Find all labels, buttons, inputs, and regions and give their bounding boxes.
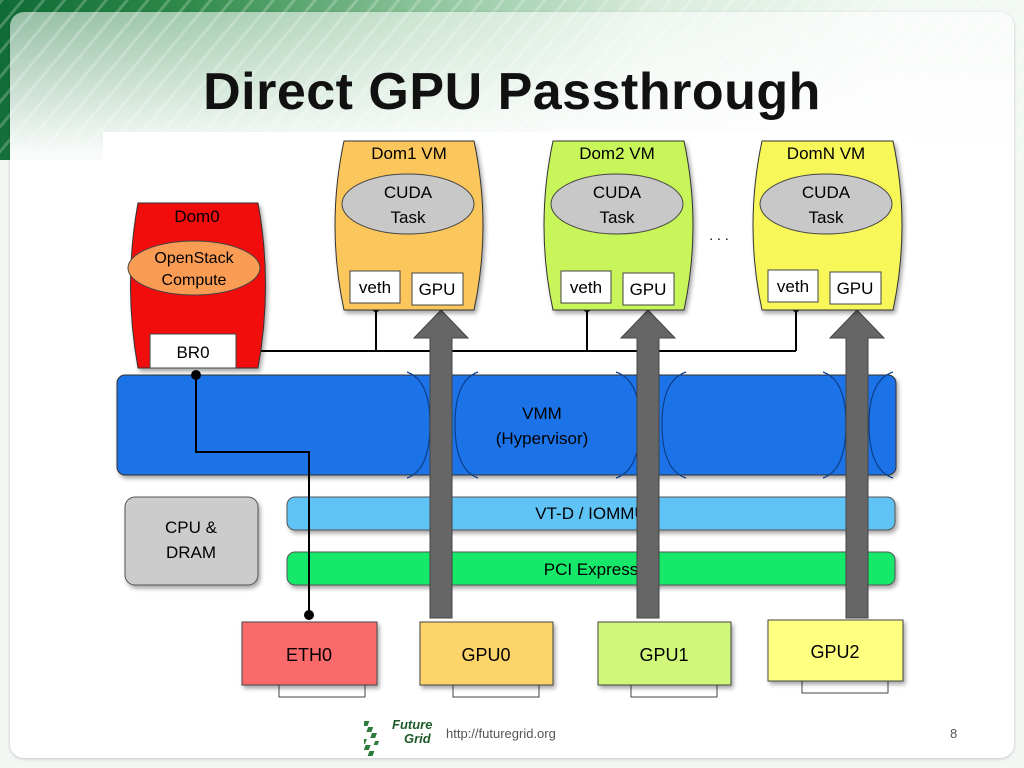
domN-cuda-label-1: CUDA <box>802 183 851 202</box>
footer-url: http://futuregrid.org <box>446 726 556 741</box>
dom1-cuda-label-1: CUDA <box>384 183 433 202</box>
vmm-label-2: (Hypervisor) <box>496 429 589 448</box>
logo-text-line1: Future <box>392 717 432 732</box>
dom2-veth-label: veth <box>570 278 602 297</box>
dom1-veth-label: veth <box>359 278 391 297</box>
logo-text-line2: Grid <box>404 731 432 746</box>
cpu-dram-label-1: CPU & <box>165 518 218 537</box>
domN-cuda-task-oval <box>759 173 893 235</box>
gpu1-label: GPU1 <box>639 645 688 665</box>
domN-veth-label: veth <box>777 277 809 296</box>
gpu1-device <box>597 621 732 686</box>
dom2-gpu-label: GPU <box>630 280 667 299</box>
dom1-cuda-label-2: Task <box>391 208 426 227</box>
eth0-connector <box>304 610 314 620</box>
gpu2-arrow <box>828 309 886 619</box>
vmm-label-1: VMM <box>522 404 562 423</box>
page-number: 8 <box>950 726 958 741</box>
br0-label: BR0 <box>176 343 209 362</box>
passthrough-arrows <box>412 309 886 619</box>
dom2-gpu-box <box>622 272 675 306</box>
dom1-vm-label: Dom1 VM <box>371 144 447 163</box>
slide-title: Direct GPU Passthrough <box>203 63 821 121</box>
cpu-dram-box <box>124 496 259 586</box>
eth0-device <box>241 621 378 686</box>
openstack-label-2: Compute <box>162 272 227 289</box>
gpu0-device <box>419 621 554 686</box>
network-links <box>195 308 797 615</box>
dom2-veth-box <box>560 270 612 304</box>
gpu1-arrow <box>619 309 677 619</box>
dom2-vm-label: Dom2 VM <box>579 144 655 163</box>
openstack-compute-oval <box>127 240 261 296</box>
dom1-cuda-task-oval <box>341 173 475 235</box>
dom1-gpu-box <box>411 272 464 306</box>
dom2-cuda-task-oval <box>550 173 684 235</box>
domN-veth-box <box>767 269 819 303</box>
gpu0-label: GPU0 <box>461 645 510 665</box>
domN-cuda-label-2: Task <box>809 208 844 227</box>
ellipsis: . . . <box>709 227 728 243</box>
gpu2-label: GPU2 <box>810 642 859 662</box>
gpu2-device <box>767 619 904 682</box>
br0-box <box>149 333 237 369</box>
pci-express-label: PCI Express <box>544 560 638 579</box>
futuregrid-logo: Future Grid <box>364 717 432 756</box>
domN-gpu-label: GPU <box>837 279 874 298</box>
dom2-cuda-label-2: Task <box>600 208 635 227</box>
gpu0-arrow <box>412 309 470 619</box>
dom2-cuda-label-1: CUDA <box>593 183 642 202</box>
vmm-hypervisor-bar <box>116 374 897 476</box>
domN-gpu-box <box>829 271 882 305</box>
dom1-gpu-label: GPU <box>419 280 456 299</box>
openstack-label-1: OpenStack <box>154 250 234 267</box>
vtd-iommu-label: VT-D / IOMMU <box>535 504 646 523</box>
dom1-veth-box <box>349 270 401 304</box>
br0-connector <box>191 370 201 380</box>
domN-vm-label: DomN VM <box>787 144 865 163</box>
eth0-label: ETH0 <box>286 645 332 665</box>
cpu-dram-label-2: DRAM <box>166 543 216 562</box>
dom0-label: Dom0 <box>174 207 219 226</box>
